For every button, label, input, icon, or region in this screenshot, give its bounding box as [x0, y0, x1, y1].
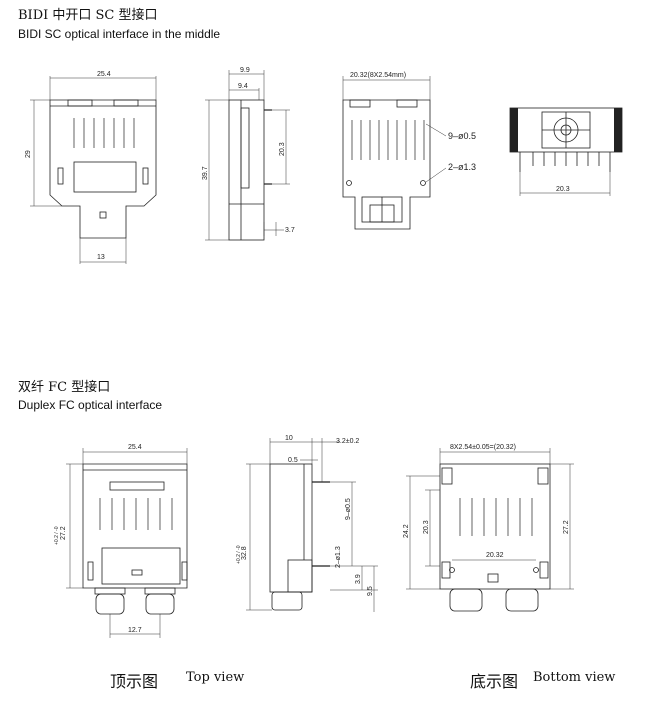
dim-label: 20.3 — [279, 142, 286, 156]
duplex-title-en: Duplex FC optical interface — [18, 398, 163, 412]
dim-tolerance: +0.2 / -0 — [54, 526, 60, 545]
dim-label: 2–ø1.3 — [335, 546, 342, 568]
top-view-caption-en: Top view — [186, 670, 245, 685]
duplex-side-view — [269, 463, 330, 611]
duplex-title-cn: 双纤 FC 型接口 — [18, 380, 111, 395]
dim-label: 12.7 — [128, 627, 142, 634]
bidi-title-en: BIDI SC optical interface in the middle — [18, 27, 221, 41]
duplex-top-view-dims: 25.4 27.2 +0.2 / -0 12.7 — [54, 444, 188, 638]
dim-label: 27.2 — [563, 520, 570, 534]
dim-label: 2–ø1.3 — [448, 162, 476, 172]
duplex-bottom-view — [439, 463, 551, 612]
duplex-top-view — [82, 463, 188, 615]
bottom-view-caption-en: Bottom view — [533, 670, 616, 685]
bidi-top-view-dims: 25.4 29 13 — [25, 71, 157, 264]
dim-label: 29 — [25, 150, 32, 158]
dim-label: 27.2 — [60, 526, 67, 540]
dim-label: 9–ø0.5 — [448, 131, 476, 141]
duplex-bottom-view-dims: 8X2.54±0.05=(20.32) 24.2 20.3 20.32 27.2 — [403, 444, 574, 590]
dim-label: 32.8 — [241, 546, 248, 560]
dim-label: 9.9 — [240, 67, 250, 74]
dim-label: 0.5 — [288, 457, 298, 464]
dim-label: 3.9 — [355, 574, 362, 584]
bidi-side-view-dims: 9.9 9.4 20.3 39.7 3.7 — [202, 67, 295, 241]
dim-label: 13 — [97, 254, 105, 261]
dim-label: 3.2±0.2 — [336, 438, 359, 445]
dim-label: 9.5 — [367, 586, 374, 596]
dim-label: 20.32 — [486, 552, 504, 559]
bidi-title-cn: BIDI 中开口 SC 型接口 — [18, 8, 158, 23]
dim-label: 39.7 — [202, 166, 209, 180]
dim-label: 10 — [285, 435, 293, 442]
dim-label: 20.32(8X2.54mm) — [350, 72, 406, 79]
bidi-side-view — [228, 99, 272, 241]
dim-label: 3.7 — [285, 227, 295, 234]
bidi-bottom-view — [342, 99, 431, 230]
dim-label: 25.4 — [128, 444, 142, 451]
top-view-caption-cn: 顶示图 — [110, 672, 159, 691]
bidi-front-view-dims: 20.3 — [519, 172, 611, 196]
bidi-top-view — [49, 99, 157, 239]
bottom-view-caption-cn: 底示图 — [470, 672, 519, 691]
bidi-bottom-view-dims: 20.32(8X2.54mm) 9–ø0.5 2–ø1.3 — [342, 72, 476, 183]
dim-label: 9.4 — [238, 83, 248, 90]
dim-label: 25.4 — [97, 71, 111, 78]
dim-label: 20.3 — [423, 520, 430, 534]
dim-label: 9–ø0.5 — [345, 498, 352, 520]
bidi-front-view — [509, 107, 623, 172]
dim-tolerance: +0.2 / -0 — [236, 545, 242, 564]
duplex-side-view-dims: 10 3.2±0.2 0.5 9–ø0.5 2–ø1.3 32.8 +0.2 /… — [236, 435, 378, 612]
dim-label: 24.2 — [403, 524, 410, 538]
dim-label: 20.3 — [556, 186, 570, 193]
dim-label: 8X2.54±0.05=(20.32) — [450, 444, 516, 451]
